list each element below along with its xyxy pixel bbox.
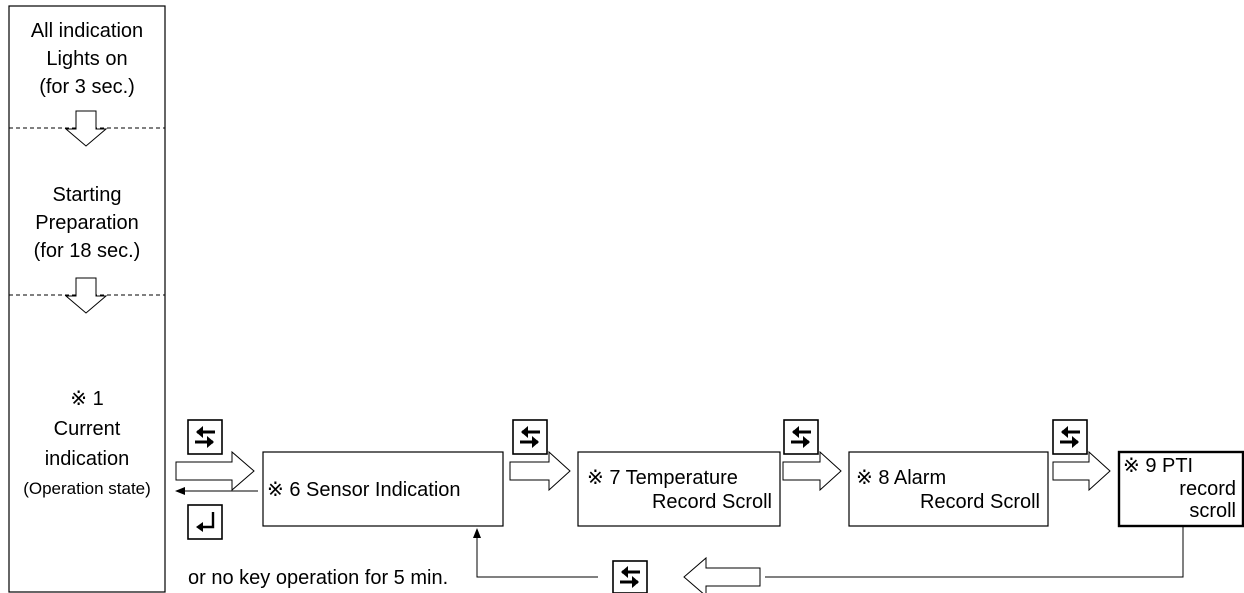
hollow-arrow-icon [683, 556, 761, 593]
temperature-label: ※ 7 Temperature [587, 467, 738, 489]
current-ref-label: ※ 1 [70, 388, 104, 410]
hollow-arrow-icon [175, 450, 255, 492]
operation-state-label: (Operation state) [23, 479, 151, 498]
pti-record-box [1117, 450, 1244, 528]
enter-key-icon[interactable] [187, 504, 223, 540]
alarm-label: ※ 8 Alarm [856, 467, 947, 489]
pti-label: ※ 9 PTI [1123, 455, 1194, 477]
current-label: Current [53, 418, 121, 440]
pti-record-label: record [1179, 478, 1236, 500]
hollow-arrow-icon [782, 450, 842, 492]
starting-label: Starting [52, 184, 122, 206]
feedback-loop-line [765, 526, 1184, 578]
all-indication-label: All indication [30, 20, 144, 42]
alarm-record-box [848, 451, 1049, 527]
preparation-label: Preparation [35, 212, 139, 234]
loop-arrowhead [473, 528, 481, 538]
duration-3s-label: (for 3 sec.) [39, 76, 135, 98]
temperature-record-box [577, 451, 781, 527]
sensor-indication-box [262, 451, 504, 527]
select-key-icon[interactable] [783, 419, 819, 455]
temperature-record-scroll-label: Record Scroll [651, 491, 772, 513]
feedback-loop-line [476, 535, 598, 578]
select-key-icon[interactable] [187, 419, 223, 455]
lights-on-label: Lights on [46, 48, 128, 70]
select-key-icon[interactable] [1052, 419, 1088, 455]
hollow-arrow-icon [509, 450, 571, 492]
select-key-icon[interactable] [612, 560, 648, 593]
duration-18s-label: (for 18 sec.) [33, 240, 141, 262]
alarm-record-scroll-label: Record Scroll [919, 491, 1040, 513]
indication-label: indication [44, 448, 130, 470]
hollow-arrow-icon [1052, 450, 1111, 492]
startup-column [8, 5, 166, 593]
return-arrowhead [175, 487, 185, 495]
select-key-icon[interactable] [512, 419, 548, 455]
pti-scroll-label: scroll [1189, 500, 1236, 522]
down-arrow-icon [64, 110, 108, 147]
down-arrow-icon [64, 277, 108, 314]
sensor-indication-label: ※ 6 Sensor Indication [267, 479, 461, 501]
timeout-note: or no key operation for 5 min. [188, 567, 449, 589]
